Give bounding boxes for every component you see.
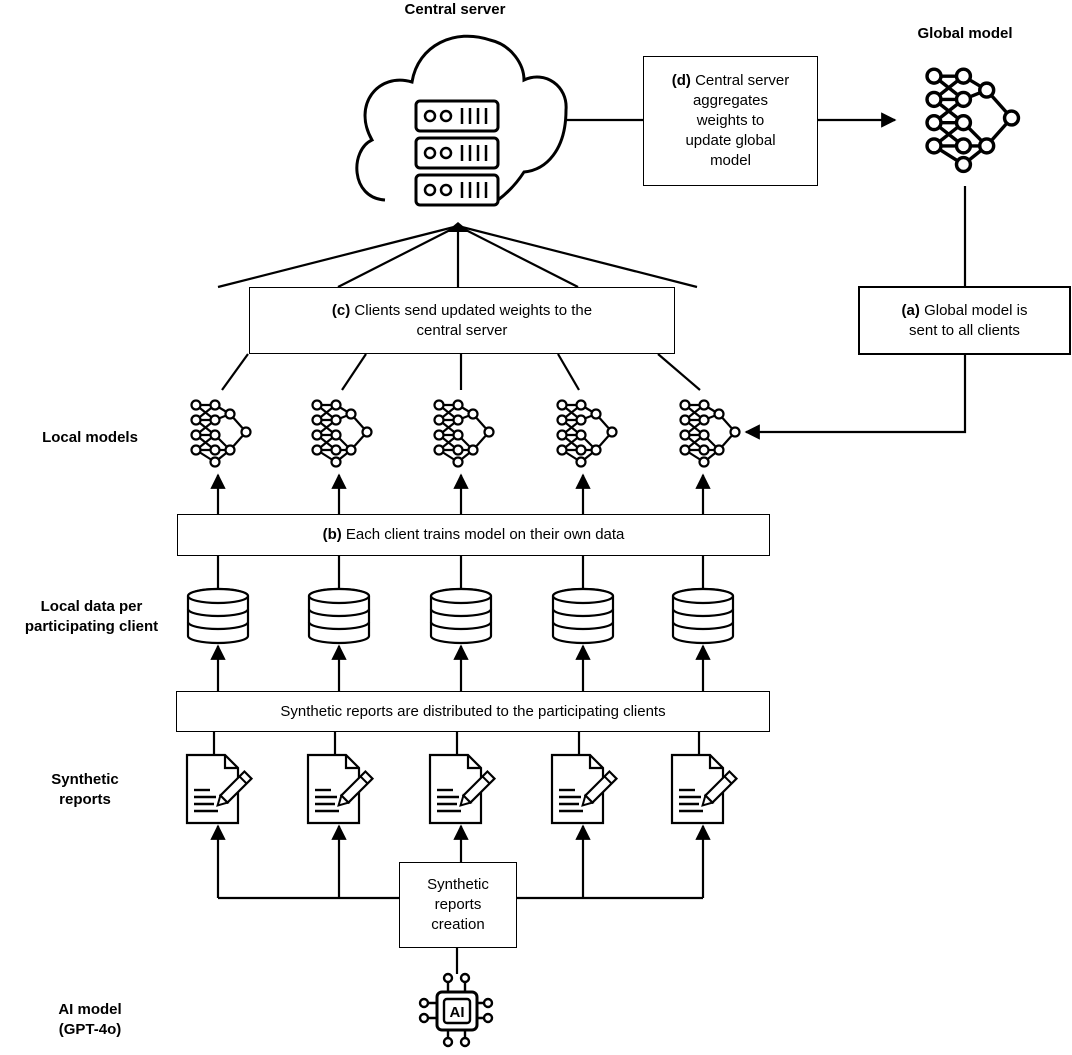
creation-line3: creation [431, 916, 485, 933]
central-server-label: Central server [404, 1, 506, 18]
ai-model-label-line2: (GPT-4o) [58, 1021, 122, 1038]
global-model-network-icon [925, 67, 1021, 174]
step-b-box: (b) Each client trains model on their ow… [177, 514, 770, 556]
step-b-tag: (b) [322, 526, 342, 543]
local-model-network-icon [556, 399, 618, 468]
synthetic-reports-label-line1: Synthetic [51, 771, 119, 788]
local-data-label: Local data per participating client [4, 597, 179, 637]
step-a-line2: sent to all clients [909, 321, 1020, 339]
step-d-box: (d) Central server aggregates weights to… [643, 56, 818, 186]
database-icon [551, 587, 615, 645]
local-model-network-icon [679, 399, 741, 468]
step-c-line2: central server [416, 321, 508, 339]
local-model-network-icon [311, 399, 373, 468]
ai-model-label: AI model (GPT-4o) [20, 1000, 160, 1040]
connectors [210, 112, 967, 974]
step-a-line1: Global model is [924, 301, 1028, 319]
step-c-box: (c) Clients send updated weights to the … [249, 287, 675, 354]
database-icon [307, 587, 371, 645]
step-d-line1: Central server [695, 72, 790, 89]
step-d-line4: update global [685, 132, 776, 149]
ai-chip-icon: AI [418, 972, 494, 1048]
document-edit-icon [670, 753, 738, 825]
step-c-line1: Clients send updated weights to the [354, 301, 593, 319]
step-d-line3: weights to [696, 112, 765, 129]
database-icon [429, 587, 493, 645]
database-icon [186, 587, 250, 645]
step-d-tag: (d) [671, 72, 691, 89]
document-edit-icon [185, 753, 253, 825]
document-edit-icon [428, 753, 496, 825]
creation-line1: Synthetic [427, 876, 489, 893]
distribution-text: Synthetic reports are distributed to the… [280, 702, 666, 720]
svg-text:AI: AI [450, 1004, 465, 1021]
database-icon [671, 587, 735, 645]
synthetic-reports-label-line2: reports [59, 791, 111, 808]
local-data-label-line1: Local data per [40, 598, 143, 615]
step-d-line2: aggregates [692, 92, 769, 109]
local-data-label-line2: participating client [24, 618, 159, 635]
document-edit-icon [550, 753, 618, 825]
step-c-tag: (c) [331, 301, 351, 319]
step-a-tag: (a) [901, 301, 920, 319]
local-model-network-icon [190, 399, 252, 468]
global-model-label: Global model [917, 25, 1013, 42]
local-model-network-icon [433, 399, 495, 468]
creation-line2: reports [434, 896, 482, 913]
step-d-line5: model [710, 152, 751, 169]
synthetic-reports-label: Synthetic reports [10, 770, 160, 810]
creation-box: Synthetic reports creation [399, 862, 517, 948]
step-a-box: (a) Global model is sent to all clients [858, 286, 1071, 355]
distribution-box: Synthetic reports are distributed to the… [176, 691, 770, 732]
document-edit-icon [306, 753, 374, 825]
local-models-label: Local models [42, 429, 138, 446]
ai-model-label-line1: AI model [58, 1001, 122, 1018]
server-icon [414, 99, 500, 207]
step-b-text: Each client trains model on their own da… [345, 526, 625, 543]
